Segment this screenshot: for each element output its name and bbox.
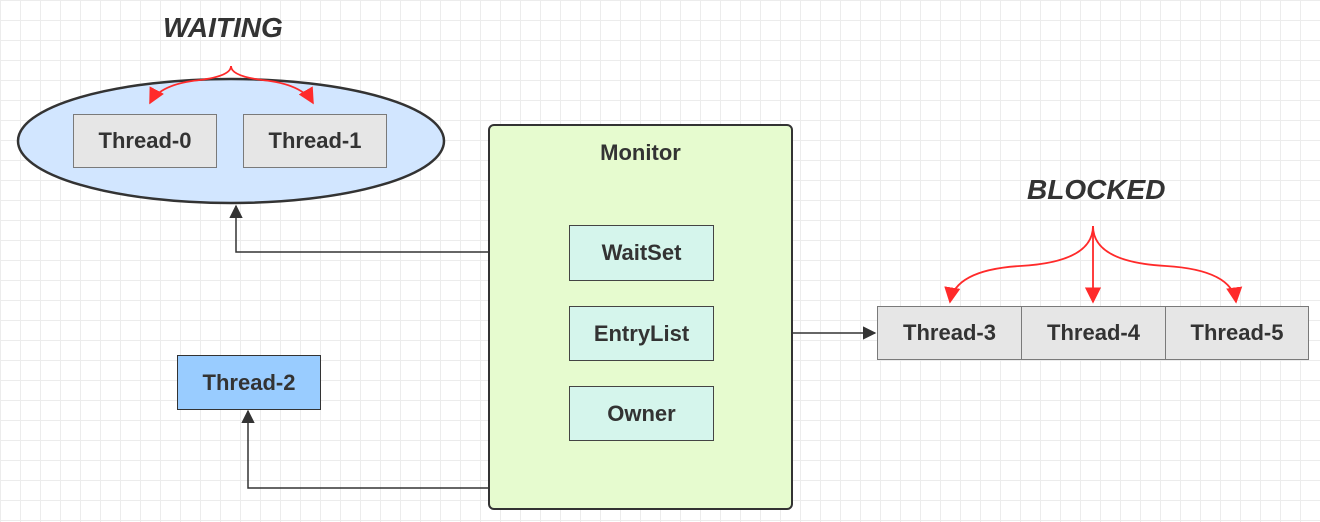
entrylist-box: EntryList — [569, 306, 714, 361]
monitor-title: Monitor — [600, 140, 681, 165]
thread-3-box: Thread-3 — [877, 306, 1022, 360]
thread-5-box: Thread-5 — [1165, 306, 1309, 360]
owner-box: Owner — [569, 386, 714, 441]
thread-4-box: Thread-4 — [1021, 306, 1166, 360]
waiting-label: WAITING — [163, 12, 283, 43]
blocked-label: BLOCKED — [1027, 174, 1166, 205]
waitset-box: WaitSet — [569, 225, 714, 281]
thread-2-box: Thread-2 — [177, 355, 321, 410]
thread-1-box: Thread-1 — [243, 114, 387, 168]
waiting-brace-arrows — [149, 65, 314, 105]
waiting-set-ellipse — [16, 77, 446, 205]
waitset-to-waiting-arrow — [229, 204, 570, 253]
thread-0-box: Thread-0 — [73, 114, 217, 168]
blocked-brace-arrows — [944, 225, 1243, 304]
